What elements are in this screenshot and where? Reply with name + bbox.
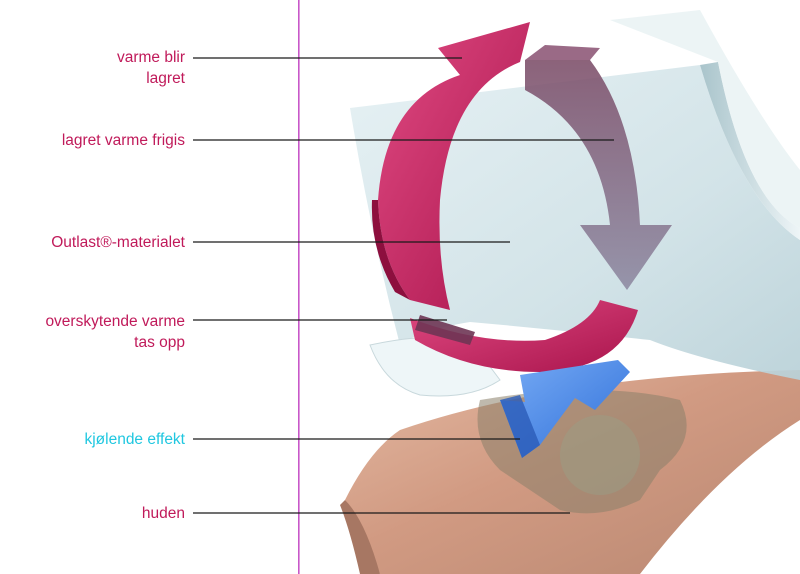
label-material: Outlast®-materialet: [51, 234, 185, 251]
label-heat-stored-line2: lagret: [146, 70, 185, 87]
stored-heat-arrow: [371, 22, 530, 310]
label-cooling: kjølende effekt: [84, 431, 185, 448]
label-heat-released: lagret varme frigis: [61, 132, 185, 149]
label-excess-absorbed-line2: tas opp: [134, 334, 185, 351]
absorbed-heat-arrow: [410, 300, 638, 372]
label-skin: huden: [141, 505, 185, 522]
released-heat-arrow: [525, 45, 672, 290]
label-excess-absorbed: overskytende varme tas opp: [45, 311, 185, 353]
label-heat-stored-line1: varme blir: [116, 49, 185, 66]
label-excess-absorbed-line1: overskytende varme: [45, 313, 185, 330]
label-heat-stored: varme blir lagret: [117, 47, 185, 89]
divider-line: [298, 0, 300, 574]
cooling-arrow: [500, 360, 630, 458]
skin-layer: [340, 370, 800, 574]
